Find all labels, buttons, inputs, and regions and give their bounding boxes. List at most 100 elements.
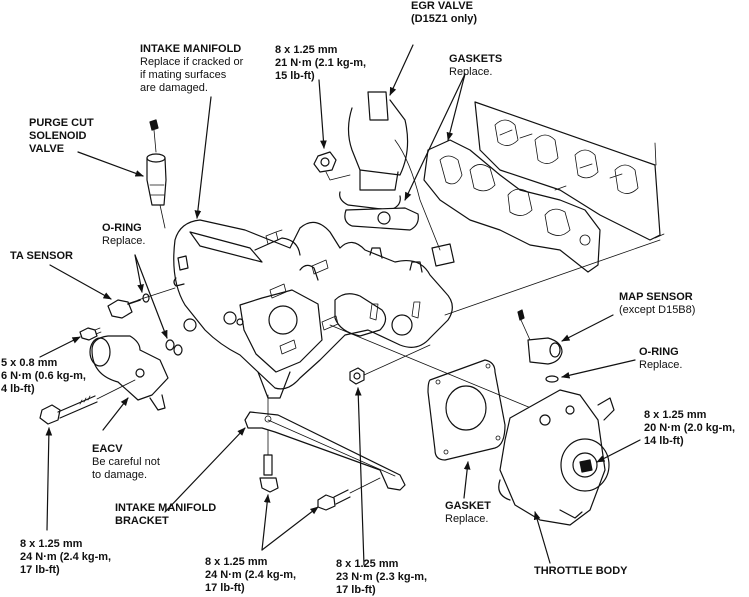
o-ring-left-note: Replace. bbox=[102, 235, 146, 247]
egr-valve-leader bbox=[389, 44, 414, 96]
gasket-tb-title: GASKET bbox=[445, 500, 491, 512]
intake-manifold-note-3: are damaged. bbox=[140, 82, 208, 94]
eacv-bolt-torque-lbft: 17 lb-ft) bbox=[20, 564, 60, 576]
bracket-leader bbox=[164, 427, 246, 513]
map-sensor-leader bbox=[561, 314, 614, 342]
bracket-title-2: BRACKET bbox=[115, 515, 169, 527]
ta-sensor-leader bbox=[49, 264, 112, 300]
intake-manifold-bracket-label: INTAKE MANIFOLD BRACKET bbox=[115, 502, 216, 528]
manifold-nut-torque: 23 N·m (2.3 kg-m, bbox=[336, 571, 428, 583]
eacv-bolt-leader bbox=[45, 427, 53, 531]
gaskets-leader-2 bbox=[404, 73, 466, 201]
map-sensor-note: (except D15B8) bbox=[619, 304, 696, 316]
bracket-bolt-torque: 24 N·m (2.4 kg-m, bbox=[205, 569, 297, 581]
intake-manifold-note-1: Replace if cracked or bbox=[140, 56, 244, 68]
ta-screw bbox=[79, 327, 102, 341]
egr-valve-title: EGR VALVE bbox=[411, 0, 473, 12]
throttle-nut-spec-label: 8 x 1.25 mm 20 N·m (2.0 kg-m, 14 lb-ft) bbox=[644, 409, 735, 448]
eacv-bolt-torque: 24 N·m (2.4 kg-m, bbox=[20, 551, 112, 563]
eacv-title: EACV bbox=[92, 443, 123, 455]
intake-manifold-title: INTAKE MANIFOLD bbox=[140, 43, 242, 55]
map-sensor-label: MAP SENSOR (except D15B8) bbox=[619, 291, 695, 317]
intake-manifold-note-2: if mating surfaces bbox=[140, 69, 227, 81]
purge-cut-solenoid-label: PURGE CUT SOLENOID VALVE bbox=[29, 117, 94, 156]
throttle-nut-torque: 20 N·m (2.0 kg-m, bbox=[644, 422, 736, 434]
cylinder-head-flange bbox=[474, 101, 665, 241]
throttle-body-label: THROTTLE BODY bbox=[534, 565, 628, 578]
throttle-nut-torque-lbft: 14 lb-ft) bbox=[644, 435, 684, 447]
eacv-part bbox=[89, 335, 169, 411]
throttle-body-leader bbox=[533, 511, 551, 564]
gaskets-title: GASKETS bbox=[449, 53, 503, 65]
eacv-note-2: to damage. bbox=[92, 469, 148, 481]
o-ring-left-label: O-RING Replace. bbox=[102, 222, 145, 248]
eacv-bolt-spec-label: 8 x 1.25 mm 24 N·m (2.4 kg-m, 17 lb-ft) bbox=[20, 538, 111, 577]
map-sensor-part bbox=[517, 309, 563, 365]
egr-nut bbox=[313, 151, 351, 181]
throttle-nut-leader bbox=[596, 439, 641, 463]
throttle-body-gasket-part bbox=[329, 324, 561, 461]
purge-cut-line-3: VALVE bbox=[29, 143, 65, 155]
gaskets-label: GASKETS Replace. bbox=[449, 53, 502, 79]
bracket-bolt-leader-2 bbox=[261, 506, 319, 551]
gasket-tb-label: GASKET Replace. bbox=[445, 500, 491, 526]
ta-screw-leader bbox=[39, 336, 81, 358]
purge-cut-solenoid-part bbox=[146, 119, 167, 229]
manifold-nut-leader bbox=[354, 387, 365, 566]
eacv-label: EACV Be careful not to damage. bbox=[92, 443, 160, 482]
bracket-bolt-size: 8 x 1.25 mm bbox=[205, 556, 268, 568]
egr-valve-note: (D15Z1 only) bbox=[411, 13, 478, 25]
bracket-bolt-vertical bbox=[259, 454, 279, 493]
egr-bolt-spec-label: 8 x 1.25 mm 21 N·m (2.1 kg-m, 15 lb-ft) bbox=[275, 44, 366, 83]
eacv-note-1: Be careful not bbox=[92, 456, 160, 468]
o-ring-left-leader-1 bbox=[134, 254, 144, 293]
o-ring-right-part bbox=[545, 375, 559, 383]
egr-bolt-leader bbox=[318, 79, 327, 149]
o-ring-left-title: O-RING bbox=[102, 222, 142, 234]
egr-bolt-torque: 21 N·m (2.1 kg-m, bbox=[275, 57, 367, 69]
bracket-bolt-angled bbox=[317, 477, 381, 511]
intake-manifold-label: INTAKE MANIFOLD Replace if cracked or if… bbox=[140, 43, 243, 95]
throttle-body-part bbox=[498, 389, 615, 526]
eacv-bolt-size: 8 x 1.25 mm bbox=[20, 538, 83, 550]
manifold-nut bbox=[349, 344, 431, 385]
egr-valve-label: EGR VALVE (D15Z1 only) bbox=[411, 0, 477, 26]
o-rings-left bbox=[142, 293, 183, 356]
purge-cut-title: PURGE CUT bbox=[29, 117, 94, 129]
manifold-nut-torque-lbft: 17 lb-ft) bbox=[336, 584, 376, 596]
throttle-nut-size: 8 x 1.25 mm bbox=[644, 409, 707, 421]
manifold-gasket-part bbox=[423, 139, 601, 273]
gasket-tb-leader bbox=[463, 461, 471, 499]
o-ring-right-note: Replace. bbox=[639, 359, 683, 371]
purge-cut-leader bbox=[77, 151, 144, 177]
bracket-bolt-leader-1 bbox=[261, 494, 271, 551]
ta-sensor-part bbox=[107, 287, 176, 319]
ta-sensor-label: TA SENSOR bbox=[10, 250, 73, 263]
bracket-bolt-spec-label: 8 x 1.25 mm 24 N·m (2.4 kg-m, 17 lb-ft) bbox=[205, 556, 296, 595]
bracket-title-1: INTAKE MANIFOLD bbox=[115, 502, 217, 514]
eacv-bolt bbox=[39, 379, 136, 425]
ta-bolt-torque: 6 N·m (0.6 kg-m, bbox=[1, 370, 86, 382]
gaskets-note: Replace. bbox=[449, 66, 493, 78]
eacv-leader bbox=[102, 397, 129, 431]
ta-bolt-spec-label: 5 x 0.8 mm 6 N·m (0.6 kg-m, 4 lb-ft) bbox=[1, 357, 86, 396]
alignment-line bbox=[444, 239, 661, 316]
manifold-nut-spec-label: 8 x 1.25 mm 23 N·m (2.3 kg-m, 17 lb-ft) bbox=[336, 558, 427, 597]
throttle-body-title: THROTTLE BODY bbox=[534, 565, 628, 577]
egr-valve-part bbox=[339, 91, 455, 267]
ta-bolt-size: 5 x 0.8 mm bbox=[1, 357, 58, 369]
o-ring-right-label: O-RING Replace. bbox=[639, 346, 682, 372]
manifold-nut-size: 8 x 1.25 mm bbox=[336, 558, 399, 570]
egr-bolt-size: 8 x 1.25 mm bbox=[275, 44, 338, 56]
ta-sensor-title: TA SENSOR bbox=[10, 250, 73, 262]
bracket-bolt-torque-lbft: 17 lb-ft) bbox=[205, 582, 245, 594]
purge-cut-line-2: SOLENOID bbox=[29, 130, 87, 142]
o-ring-right-leader bbox=[561, 359, 636, 379]
gaskets-leader-1 bbox=[446, 73, 466, 141]
intake-manifold-part bbox=[173, 219, 453, 399]
o-ring-right-title: O-RING bbox=[639, 346, 679, 358]
o-ring-left-leader-2 bbox=[134, 254, 168, 339]
map-sensor-title: MAP SENSOR bbox=[619, 291, 693, 303]
gasket-tb-note: Replace. bbox=[445, 513, 489, 525]
